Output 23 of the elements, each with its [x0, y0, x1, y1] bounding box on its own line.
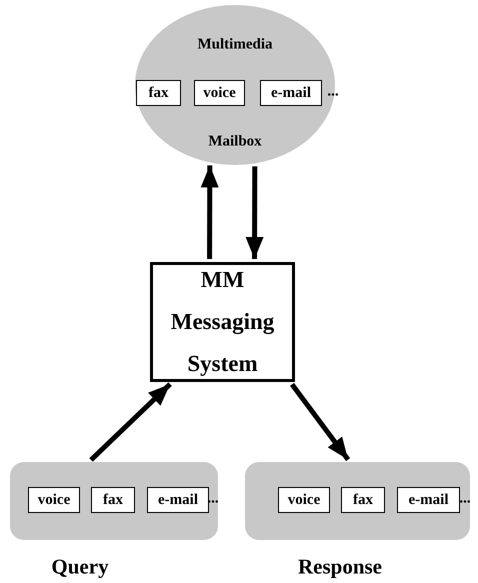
media-type-box: e-mail	[260, 80, 322, 106]
process-box	[150, 262, 295, 382]
arrow	[290, 382, 350, 462]
media-type-box: e-mail	[147, 487, 209, 513]
arrow	[246, 166, 264, 259]
node-title: Multimedia	[198, 36, 272, 54]
box-label: MM Messaging System	[170, 266, 276, 378]
node-label: Response	[298, 554, 382, 580]
media-type-box: e-mail	[397, 487, 460, 513]
node-label: Query	[51, 554, 109, 580]
arrow	[89, 382, 172, 462]
media-type-box: fax	[136, 80, 181, 106]
response-band	[245, 462, 470, 540]
media-type-box: voice	[28, 487, 80, 513]
media-type-box: voice	[194, 80, 245, 106]
media-type-box: fax	[341, 487, 385, 513]
node-title: Mailbox	[208, 134, 262, 150]
ellipsis: ...	[327, 84, 339, 100]
media-type-box: voice	[278, 487, 330, 513]
ellipsis: ...	[459, 490, 471, 508]
media-type-box: fax	[91, 487, 135, 513]
query-band	[10, 462, 218, 540]
arrow	[200, 165, 219, 259]
